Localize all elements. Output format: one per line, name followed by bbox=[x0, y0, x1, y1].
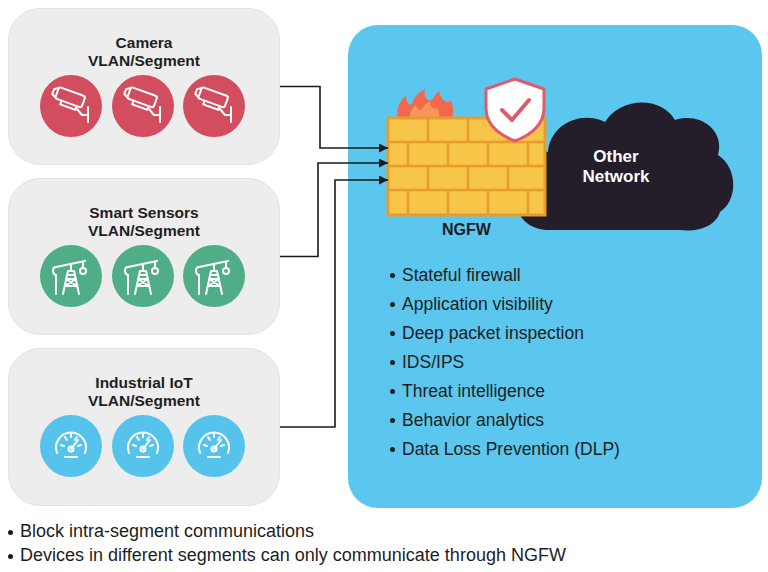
feature-text: IDS/IPS bbox=[402, 351, 464, 373]
bullet-dot bbox=[390, 360, 395, 365]
feature-text: Deep packet inspection bbox=[402, 322, 584, 344]
feature-text: Behavior analytics bbox=[402, 409, 544, 431]
feature-text: Application visibility bbox=[402, 293, 553, 315]
note-text: Block intra-segment communications bbox=[20, 520, 314, 542]
feature-item: Application visibility bbox=[390, 292, 750, 321]
feature-item: Stateful firewall bbox=[390, 263, 750, 292]
feature-item: IDS/IPS bbox=[390, 350, 750, 379]
bullet-dot bbox=[390, 447, 395, 452]
feature-item: Threat intelligence bbox=[390, 379, 750, 408]
segment-title: Camera VLAN/Segment bbox=[69, 34, 219, 70]
note-item: Block intra-segment communications bbox=[8, 520, 748, 544]
note-text: Devices in different segments can only c… bbox=[20, 544, 566, 566]
segment-title: Smart Sensors VLAN/Segment bbox=[69, 204, 219, 240]
notes-list: Block intra-segment communicationsDevice… bbox=[8, 520, 748, 568]
segment-box: Camera VLAN/Segment bbox=[8, 8, 280, 165]
feature-list: Stateful firewallApplication visibilityD… bbox=[390, 263, 750, 466]
bullet-dot bbox=[390, 302, 395, 307]
feature-item: Data Loss Prevention (DLP) bbox=[390, 437, 750, 466]
network-cloud: Other Network bbox=[510, 90, 735, 235]
segment-box: Industrial IoT VLAN/Segment bbox=[8, 348, 280, 506]
segment-title: Industrial IoT VLAN/Segment bbox=[69, 374, 219, 410]
bullet-dot bbox=[390, 418, 395, 423]
ngfw-panel: NGFW Other NetworkStateful firewallApplic… bbox=[348, 25, 762, 508]
feature-item: Deep packet inspection bbox=[390, 321, 750, 350]
feature-text: Threat intelligence bbox=[402, 380, 545, 402]
bullet-dot bbox=[8, 554, 13, 559]
segment-box: Smart Sensors VLAN/Segment bbox=[8, 178, 280, 335]
feature-text: Data Loss Prevention (DLP) bbox=[402, 438, 620, 460]
bullet-dot bbox=[390, 273, 395, 278]
bullet-dot bbox=[390, 331, 395, 336]
cloud-shape bbox=[517, 103, 733, 231]
cloud-label: Other Network bbox=[566, 147, 666, 187]
feature-text: Stateful firewall bbox=[402, 264, 521, 286]
feature-item: Behavior analytics bbox=[390, 408, 750, 437]
bullet-dot bbox=[390, 389, 395, 394]
firewall-label: NGFW bbox=[388, 220, 545, 240]
note-item: Devices in different segments can only c… bbox=[8, 544, 748, 568]
bullet-dot bbox=[8, 530, 13, 535]
